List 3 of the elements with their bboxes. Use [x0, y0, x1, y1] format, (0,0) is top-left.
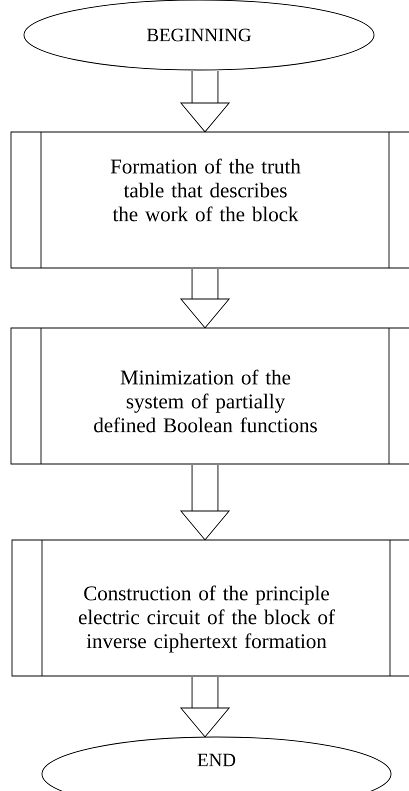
process-box: Minimization of the system of partially defined Boolean functions: [10, 328, 409, 464]
process-box: Construction of the principle electric circuit of the block of inverse ciphertext formation: [12, 540, 409, 676]
process-box: Formation of the truth table that describes the work of the block: [10, 132, 409, 268]
